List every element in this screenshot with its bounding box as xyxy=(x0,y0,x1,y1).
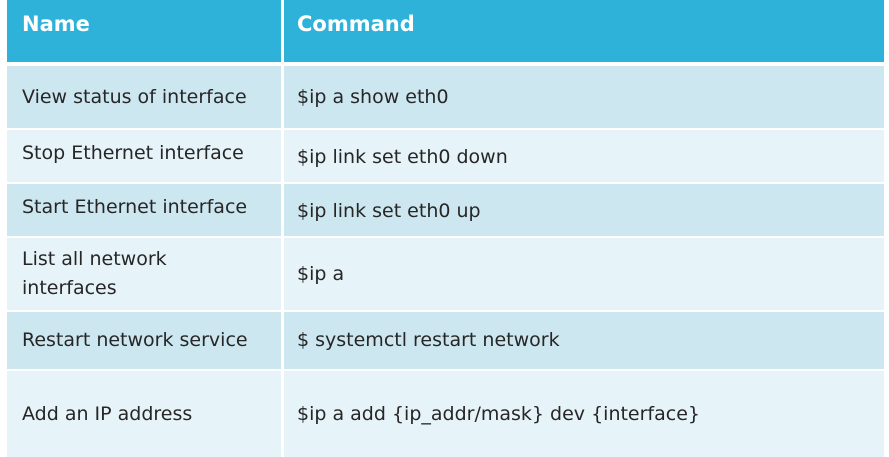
table-row: Restart network service $ systemctl rest… xyxy=(7,312,884,369)
table-cell-name: List all network interfaces xyxy=(7,238,281,310)
table-row: View status of interface $ip a show eth0 xyxy=(7,66,884,128)
table-cell-name: View status of interface xyxy=(7,66,281,128)
table-cell-command: $ip link set eth0 down xyxy=(284,130,884,182)
column-header-name: Name xyxy=(7,0,281,62)
table-row: List all network interfaces $ip a xyxy=(7,238,884,310)
table-cell-command: $ systemctl restart network xyxy=(284,312,884,369)
table-cell-command: $ip link set eth0 up xyxy=(284,184,884,236)
commands-table: Name Command View status of interface $i… xyxy=(7,0,884,457)
table-cell-command: $ip a add {ip_addr/mask} dev {interface} xyxy=(284,371,884,457)
table-cell-name: Stop Ethernet interface xyxy=(7,130,281,182)
table-cell-command: $ip a xyxy=(284,238,884,310)
table-header-row: Name Command xyxy=(7,0,884,62)
table-row: Add an IP address $ip a add {ip_addr/mas… xyxy=(7,371,884,457)
table-cell-name: Restart network service xyxy=(7,312,281,369)
table-cell-name: Start Ethernet interface xyxy=(7,184,281,236)
table-row: Stop Ethernet interface $ip link set eth… xyxy=(7,130,884,182)
table-cell-name: Add an IP address xyxy=(7,371,281,457)
table-cell-command: $ip a show eth0 xyxy=(284,66,884,128)
column-header-command: Command xyxy=(284,0,884,62)
table-row: Start Ethernet interface $ip link set et… xyxy=(7,184,884,236)
